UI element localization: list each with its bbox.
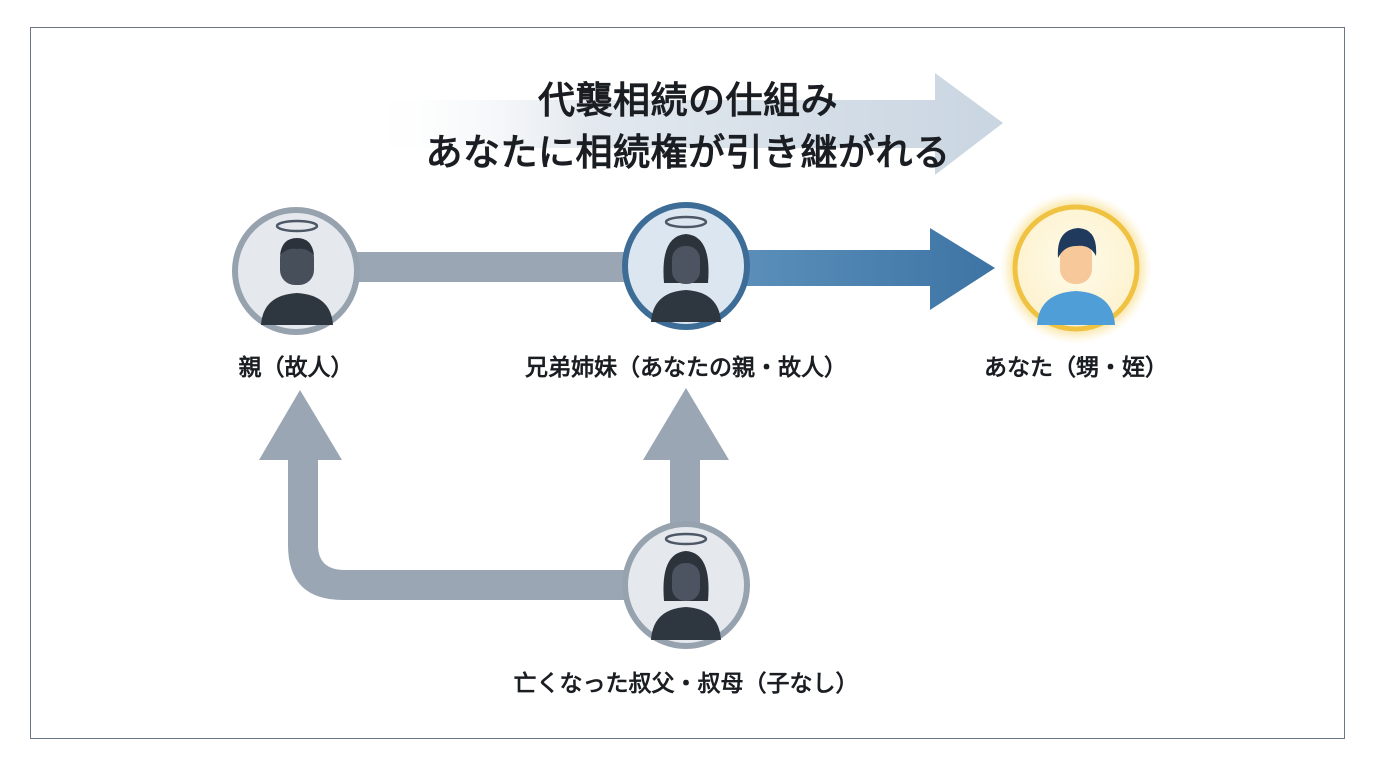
node-uncle-aunt bbox=[622, 521, 750, 649]
title-arrow bbox=[360, 73, 1003, 175]
arrow-uncle-to-parent bbox=[259, 390, 640, 600]
label-parent: 親（故人） bbox=[238, 355, 354, 381]
arrow-uncle-to-sibling bbox=[643, 388, 729, 528]
arrow-sibling-to-you bbox=[745, 228, 995, 310]
title-line-1: 代襲相続の仕組み bbox=[538, 79, 838, 122]
label-you: あなた（甥・姪） bbox=[984, 355, 1168, 381]
title-line-2: あなたに相続権が引き継がれる bbox=[425, 131, 951, 174]
label-sibling: 兄弟姉妹（あなたの親・故人） bbox=[525, 355, 847, 381]
node-parent bbox=[232, 207, 360, 335]
node-you bbox=[1000, 192, 1152, 344]
female-angel-avatar-icon bbox=[651, 215, 721, 322]
connector-parent-sibling bbox=[355, 252, 630, 282]
label-uncle-aunt: 亡くなった叔父・叔母（子なし） bbox=[513, 671, 859, 697]
male-angel-avatar-icon bbox=[261, 219, 333, 325]
node-sibling bbox=[622, 202, 750, 330]
female-angel-avatar-icon bbox=[651, 532, 721, 640]
male-avatar-icon bbox=[1037, 228, 1115, 325]
